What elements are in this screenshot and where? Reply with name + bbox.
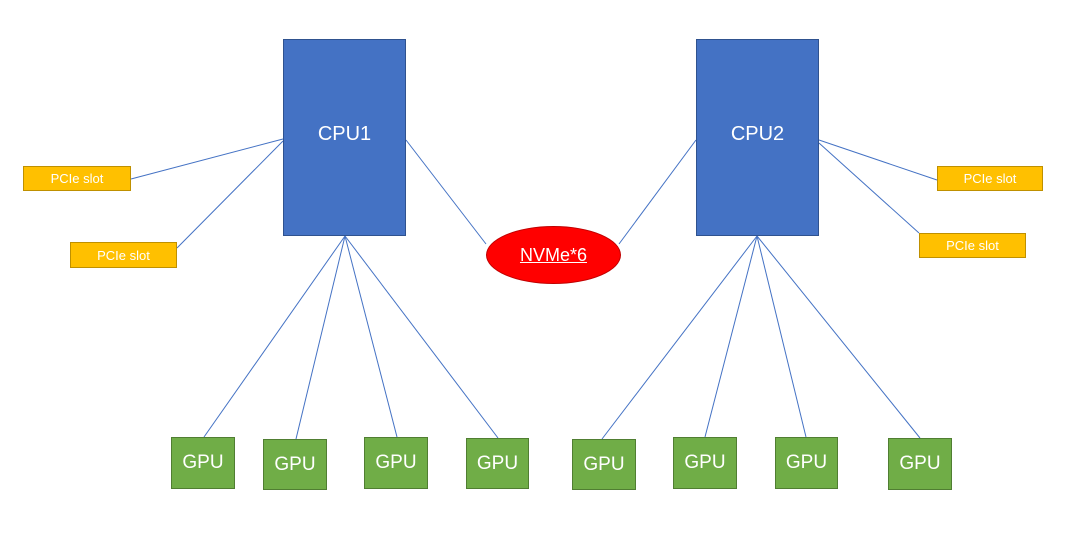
link-cpu2-nvme bbox=[618, 139, 697, 245]
cpu1-block: CPU1 bbox=[283, 39, 406, 236]
pcie-slot-label: PCIe slot bbox=[50, 171, 104, 186]
gpu-4: GPU bbox=[466, 438, 529, 489]
gpu-label: GPU bbox=[899, 453, 941, 474]
link-cpu2-gpu-4 bbox=[756, 235, 921, 439]
link-cpu1-pcie-2 bbox=[176, 140, 284, 249]
gpu-1: GPU bbox=[171, 437, 235, 489]
gpu-6: GPU bbox=[673, 437, 737, 489]
link-cpu2-gpu-1 bbox=[601, 235, 758, 440]
gpu-label: GPU bbox=[182, 452, 224, 473]
gpu-label: GPU bbox=[476, 452, 519, 474]
gpu-8: GPU bbox=[888, 438, 952, 490]
link-cpu2-pcie-1 bbox=[818, 139, 938, 181]
gpu-label: GPU bbox=[684, 452, 726, 473]
link-cpu2-gpu-3 bbox=[756, 235, 807, 438]
gpu-3: GPU bbox=[364, 437, 428, 489]
link-cpu1-gpu-4 bbox=[344, 235, 499, 439]
gpu-label: GPU bbox=[583, 453, 625, 475]
gpu-label: GPU bbox=[375, 452, 417, 473]
cpu2-label: CPU2 bbox=[730, 123, 785, 145]
pcie-slot-left-1: PCIe slot bbox=[23, 166, 131, 191]
cpu2-block: CPU2 bbox=[696, 39, 819, 236]
link-cpu1-gpu-1 bbox=[203, 235, 346, 438]
link-cpu2-pcie-2 bbox=[818, 142, 920, 234]
pcie-slot-label: PCIe slot bbox=[97, 247, 150, 263]
link-cpu1-pcie-1 bbox=[130, 138, 284, 180]
link-cpu1-nvme bbox=[405, 139, 487, 245]
gpu-label: GPU bbox=[785, 452, 828, 473]
link-cpu1-gpu-3 bbox=[344, 235, 398, 438]
nvme-storage: NVMe*6 bbox=[486, 226, 621, 284]
gpu-2: GPU bbox=[263, 439, 327, 490]
gpu-5: GPU bbox=[572, 439, 636, 490]
pcie-slot-right-2: PCIe slot bbox=[919, 233, 1026, 258]
pcie-slot-label: PCIe slot bbox=[946, 238, 999, 253]
link-cpu2-gpu-2 bbox=[704, 235, 758, 438]
nvme-label: NVMe*6 bbox=[519, 244, 588, 265]
gpu-7: GPU bbox=[775, 437, 838, 489]
pcie-slot-right-1: PCIe slot bbox=[937, 166, 1043, 191]
pcie-slot-left-2: PCIe slot bbox=[70, 242, 177, 268]
link-cpu1-gpu-2 bbox=[295, 235, 346, 440]
cpu1-label: CPU1 bbox=[317, 123, 372, 145]
pcie-slot-label: PCIe slot bbox=[963, 171, 1017, 186]
gpu-label: GPU bbox=[274, 453, 316, 475]
